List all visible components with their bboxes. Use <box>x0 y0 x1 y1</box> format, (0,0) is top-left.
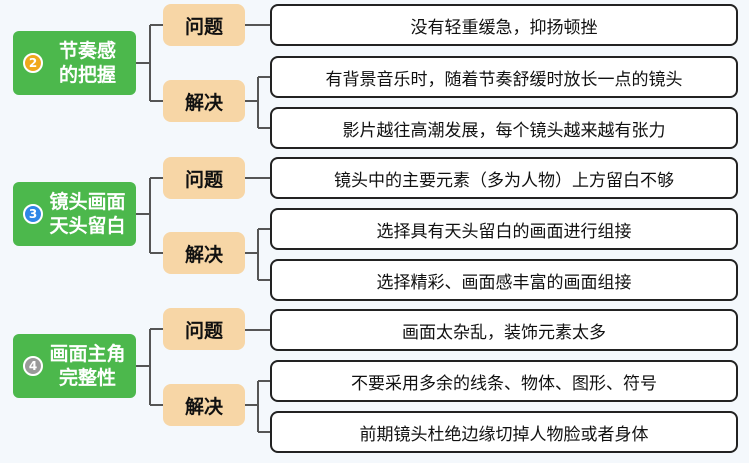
solution-leaf[interactable]: 影片越往高潮发展，每个镜头越来越有张力 <box>270 107 738 149</box>
problem-node[interactable]: 问题 <box>163 4 245 46</box>
topic-title-line2: 天头留白 <box>49 215 126 237</box>
topic-title-line1: 画面主角 <box>49 343 126 365</box>
solution-leaf[interactable]: 选择精彩、画面感丰富的画面组接 <box>270 259 738 301</box>
number-badge: 3 <box>23 204 43 224</box>
topic-title-line1: 节奏感 <box>58 40 116 62</box>
solution-node[interactable]: 解决 <box>163 80 245 122</box>
topic-title-line2: 完整性 <box>58 367 116 389</box>
topic-title-line2: 的把握 <box>58 64 116 86</box>
problem-leaf[interactable]: 画面太杂乱，装饰元素太多 <box>270 309 738 351</box>
problem-node[interactable]: 问题 <box>163 308 245 350</box>
topic-subject-integrity[interactable]: 4 画面主角完整性 <box>13 334 136 398</box>
solution-leaf[interactable]: 不要采用多余的线条、物体、图形、符号 <box>270 360 738 402</box>
topic-title-line1: 镜头画面 <box>49 191 126 213</box>
solution-leaf[interactable]: 选择具有天头留白的画面进行组接 <box>270 208 738 250</box>
problem-node[interactable]: 问题 <box>163 157 245 199</box>
problem-leaf[interactable]: 没有轻重缓急，抑扬顿挫 <box>270 4 738 46</box>
number-badge: 2 <box>23 53 43 73</box>
topic-rhythm[interactable]: 2 节奏感的把握 <box>13 31 136 95</box>
problem-leaf[interactable]: 镜头中的主要元素（多为人物）上方留白不够 <box>270 157 738 199</box>
number-badge: 4 <box>23 356 43 376</box>
solution-leaf[interactable]: 前期镜头杜绝边缘切掉人物脸或者身体 <box>270 411 738 453</box>
solution-node[interactable]: 解决 <box>163 232 245 274</box>
topic-headroom[interactable]: 3 镜头画面天头留白 <box>13 182 136 246</box>
solution-node[interactable]: 解决 <box>163 384 245 426</box>
solution-leaf[interactable]: 有背景音乐时，随着节奏舒缓时放长一点的镜头 <box>270 56 738 98</box>
